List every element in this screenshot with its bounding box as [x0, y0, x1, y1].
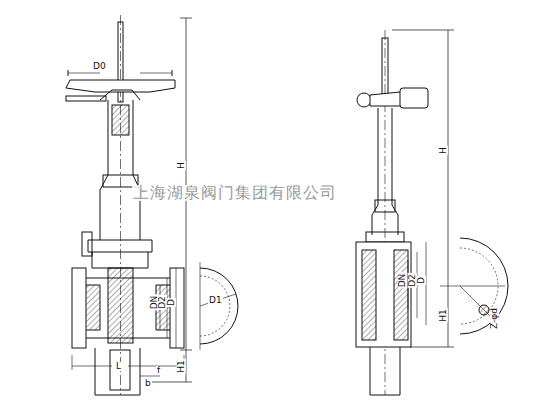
dimension-label: H — [439, 146, 448, 155]
dimension-label: H1 — [439, 308, 448, 323]
dimension-label: Z-φd — [490, 307, 499, 330]
side-view — [356, 30, 508, 395]
dimension-label: f — [156, 366, 161, 375]
dimension-label: L — [115, 362, 122, 371]
dimension-label: H1 — [177, 359, 186, 374]
front-view — [66, 15, 238, 395]
dimension-label: DN — [398, 272, 407, 288]
dimension-label: D — [167, 298, 176, 307]
dimension-label: H — [177, 161, 186, 170]
dimension-label: D — [417, 276, 426, 285]
watermark: 上海湖泉阀门集团有限公司 — [132, 185, 338, 201]
dimension-label: D2 — [158, 295, 167, 310]
dimension-label: D0 — [92, 62, 107, 71]
dimension-label: D2 — [408, 273, 417, 288]
dimension-label: D1 — [208, 296, 223, 305]
dimension-label: b — [144, 379, 152, 388]
